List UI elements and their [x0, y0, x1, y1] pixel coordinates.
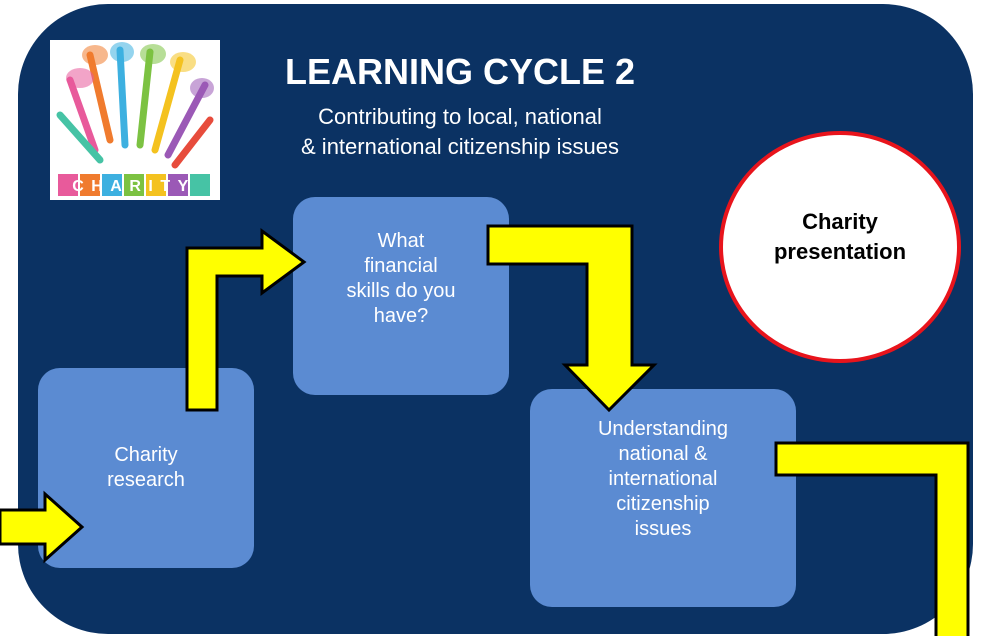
page-title: LEARNING CYCLE 2: [284, 51, 636, 92]
step-text-line: issues: [634, 518, 692, 540]
charity-logo: CHARITY: [50, 40, 220, 200]
subtitle-line-1: Contributing to local, national: [318, 104, 602, 129]
step-text-line: financial: [364, 255, 438, 277]
step-text-line: international: [608, 468, 718, 490]
step-text-line: What: [377, 230, 425, 252]
step-text-line: Understanding: [597, 418, 729, 440]
arrow-right-down-icon: [486, 224, 658, 413]
step-text-line: Charity: [114, 444, 178, 466]
goal-text-line: Charity: [802, 209, 878, 234]
goal-charity-presentation: Charity presentation: [719, 131, 961, 363]
step-text-line: have?: [373, 305, 429, 327]
step-text-line: skills do you: [346, 280, 456, 302]
step-text-line: citizenship: [616, 493, 710, 515]
step-text-line: national &: [618, 443, 708, 465]
step-text-line: research: [107, 469, 185, 491]
arrow-right-down-exit-icon: [774, 441, 970, 636]
goal-text-line: presentation: [773, 239, 907, 264]
arrow-right-icon: [0, 490, 85, 564]
arrow-up-right-icon: [185, 228, 307, 412]
page-subtitle: Contributing to local, national & intern…: [215, 102, 705, 162]
logo-label: CHARITY: [72, 178, 196, 195]
step-understanding-citizenship: Understanding national & international c…: [530, 389, 796, 607]
step-financial-skills: What financial skills do you have?: [293, 197, 509, 395]
subtitle-line-2: & international citizenship issues: [301, 134, 619, 159]
raised-hands-icon: CHARITY: [50, 40, 220, 200]
